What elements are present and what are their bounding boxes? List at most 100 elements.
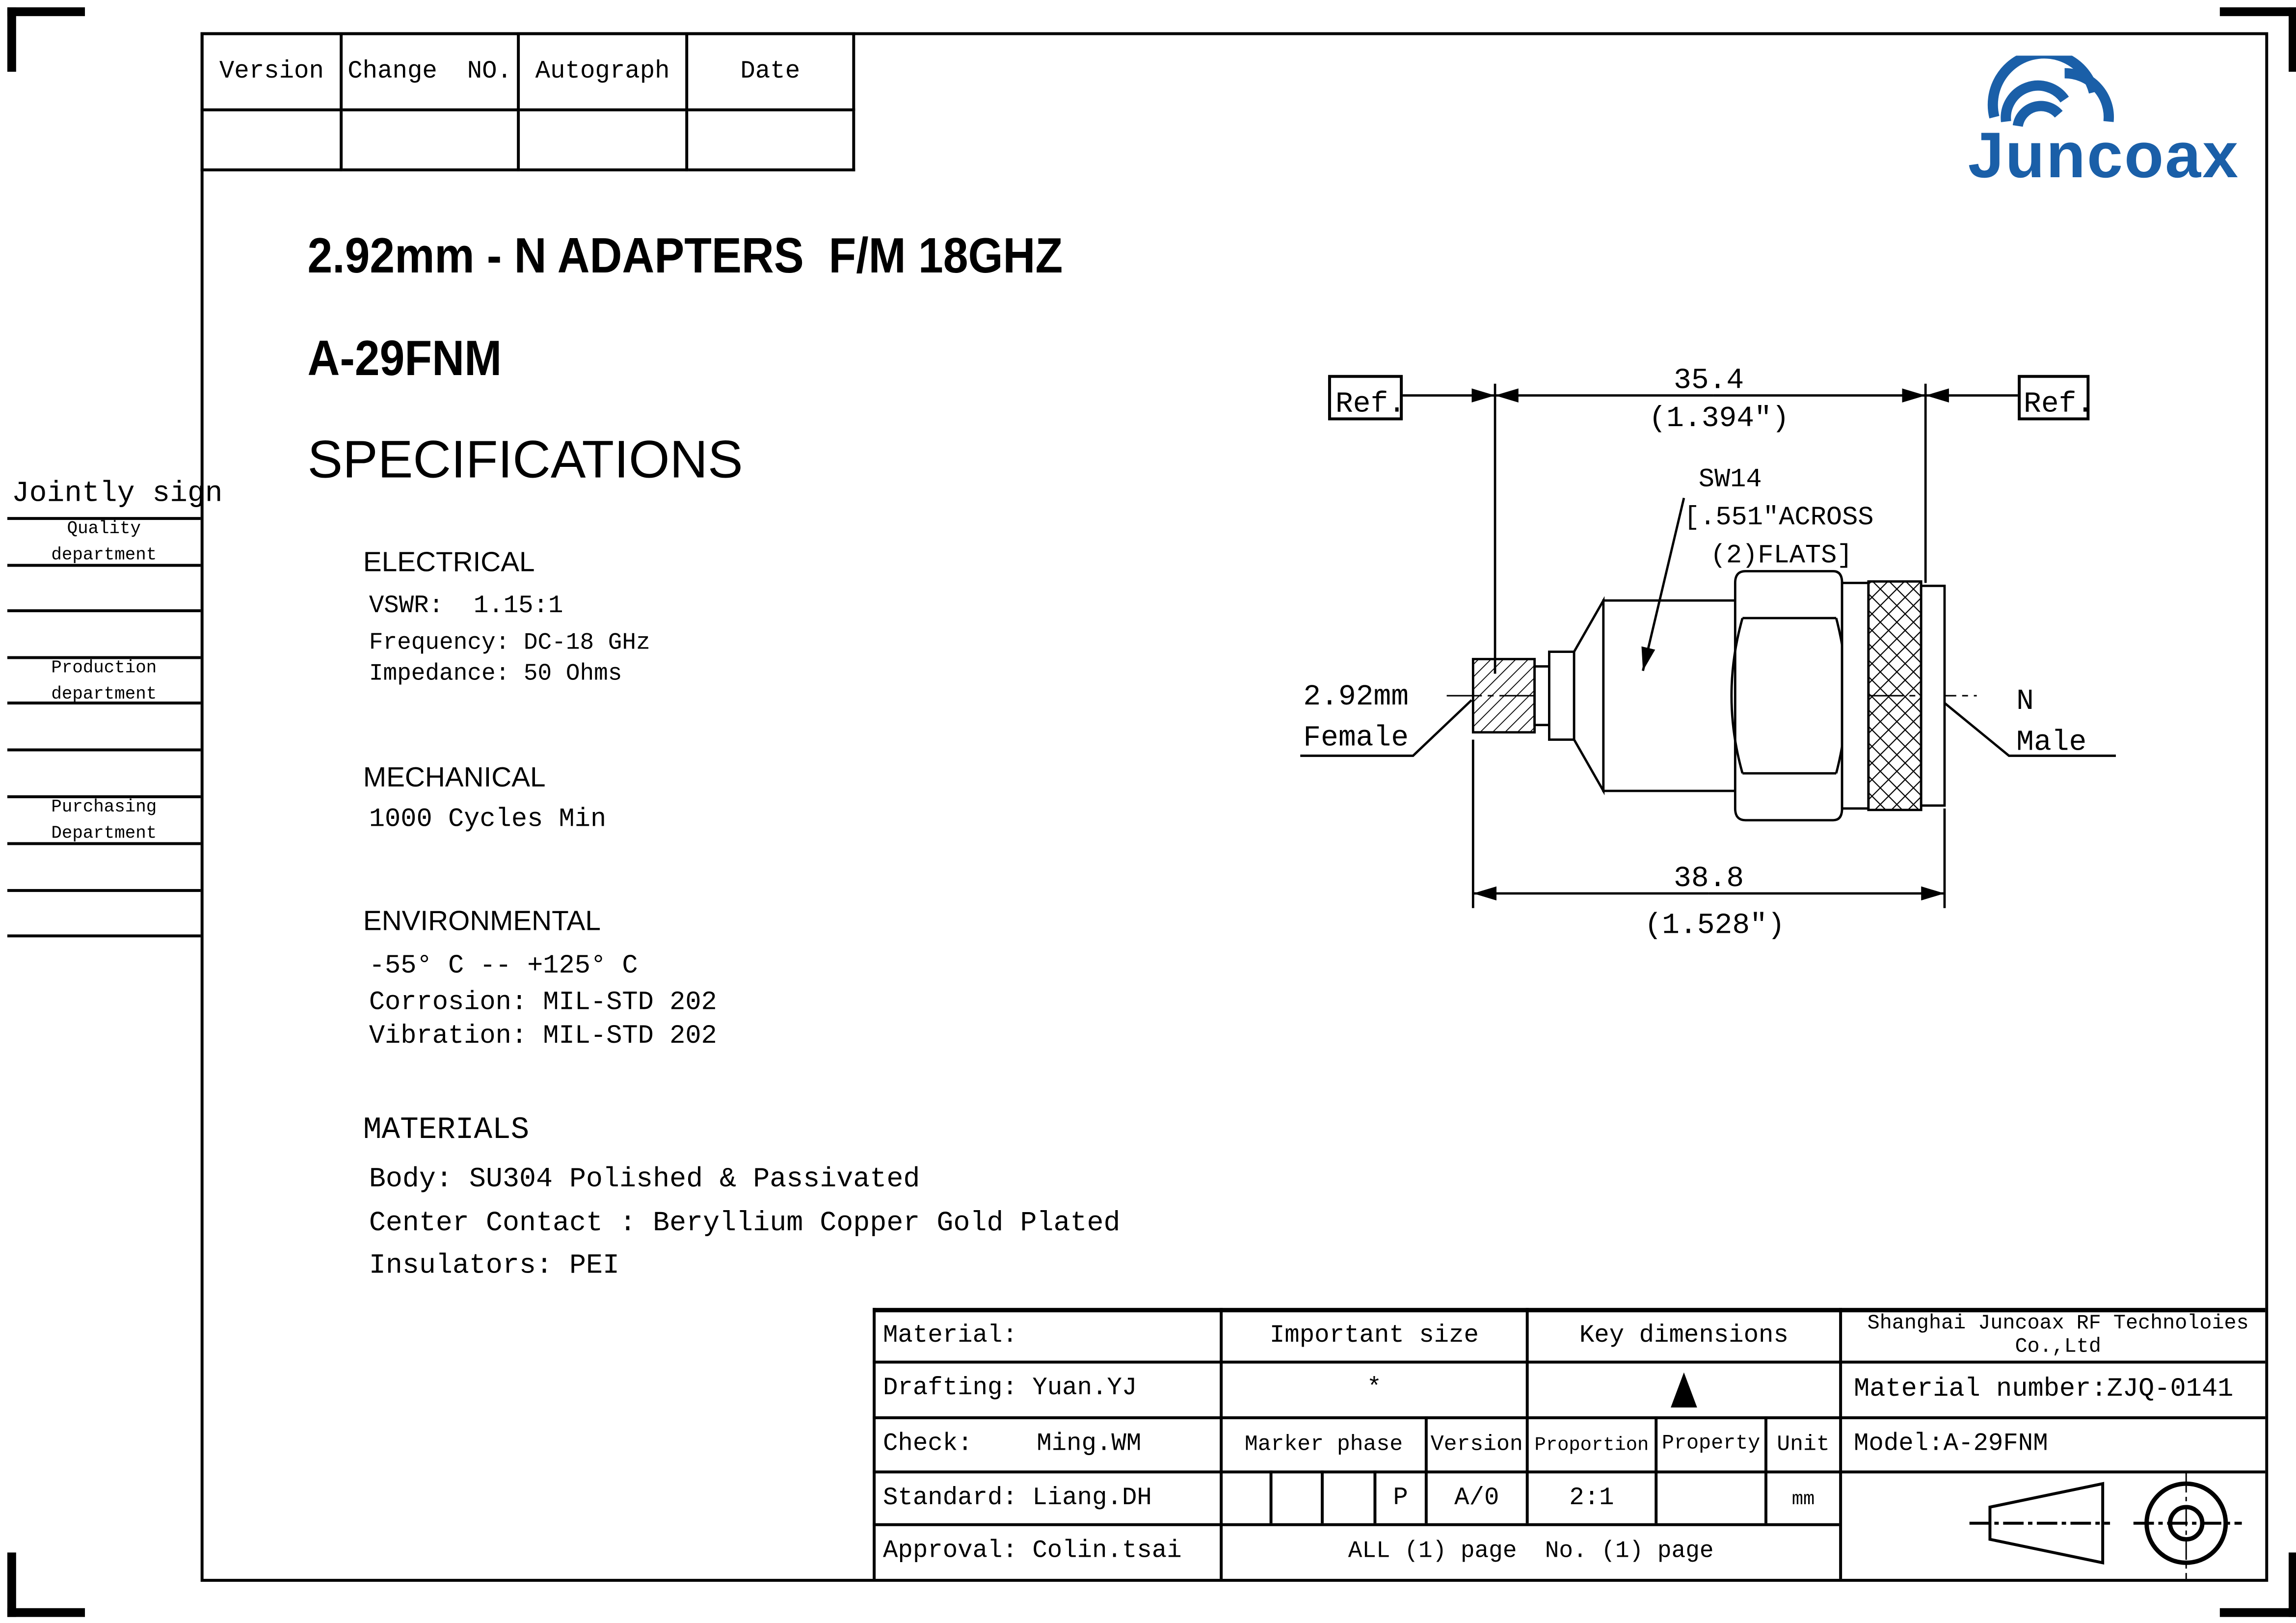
key-dimension-triangle-icon xyxy=(1529,1362,1839,1416)
rev-header-version: Version xyxy=(200,32,343,111)
jointly-sign-title: Jointly sign xyxy=(11,477,223,512)
important-size-symbol: * xyxy=(1366,1375,1382,1404)
model-number: Model:A-29FNM xyxy=(1853,1430,2048,1458)
divider xyxy=(873,1308,2266,1313)
revision-table: Version Change NO. Autograph Date xyxy=(200,32,855,172)
check-label: Check: xyxy=(882,1430,973,1458)
projection-symbol-icon xyxy=(1969,1472,2242,1579)
drafting-label: Drafting: Yuan.YJ xyxy=(882,1375,1137,1404)
divider xyxy=(7,702,201,705)
female-thread xyxy=(1471,658,1536,734)
materials-heading: MATERIALS xyxy=(363,1114,530,1148)
divider xyxy=(7,656,201,659)
property-value xyxy=(1657,1472,1764,1524)
purchasing-department-label: Purchasing Department xyxy=(51,796,157,844)
drawing-frame xyxy=(200,32,2269,1582)
divider xyxy=(1220,1308,1223,1579)
spec-vibration: Vibration: MIL-STD 202 xyxy=(369,1022,717,1052)
corner-mark xyxy=(2219,7,2296,72)
divider xyxy=(7,842,201,845)
rev-cell xyxy=(685,108,855,172)
divider xyxy=(1525,1416,1529,1523)
corner-mark xyxy=(2219,1552,2296,1617)
production-department-label: Production department xyxy=(51,657,157,705)
spec-frequency: Frequency: DC-18 GHz xyxy=(369,629,650,656)
corner-mark xyxy=(7,7,85,72)
spec-center-contact: Center Contact : Beryllium Copper Gold P… xyxy=(369,1207,1121,1239)
divider xyxy=(1321,1470,1324,1523)
female-label: Female xyxy=(1303,721,1409,755)
proportion-value: 2:1 xyxy=(1569,1484,1614,1513)
approval-label: Approval: Colin.tsai xyxy=(882,1537,1182,1565)
unit-header: Unit xyxy=(1777,1432,1830,1457)
divider xyxy=(7,564,201,567)
divider xyxy=(1764,1416,1767,1523)
marker-phase-header: Marker phase xyxy=(1244,1432,1403,1457)
male-label: Male xyxy=(2016,726,2086,759)
hex-nut xyxy=(1734,570,1843,822)
divider xyxy=(1839,1308,1842,1579)
divider xyxy=(1655,1416,1658,1523)
marker-value: P xyxy=(1393,1484,1408,1513)
version-value: A/0 xyxy=(1454,1484,1499,1513)
rev-header-change: Change NO. xyxy=(340,32,520,111)
key-dimensions-label: Key dimensions xyxy=(1579,1322,1789,1350)
divider xyxy=(1424,1416,1428,1523)
spec-impedance: Impedance: 50 Ohms xyxy=(369,660,622,687)
check-name: Ming.WM xyxy=(1037,1430,1142,1458)
divider xyxy=(873,1470,2266,1474)
spec-temperature: -55° C -- +125° C xyxy=(369,952,638,981)
material-number: Material number:ZJQ-0141 xyxy=(1853,1374,2234,1404)
divider xyxy=(873,1523,1840,1526)
rev-cell xyxy=(340,108,520,172)
spec-body: Body: SU304 Polished & Passivated xyxy=(369,1163,920,1195)
divider xyxy=(1269,1470,1273,1523)
juncoax-logo: Juncoax xyxy=(1962,48,2238,192)
sw-across-label: [.551″ACROSS xyxy=(1684,503,1874,533)
important-size-label: Important size xyxy=(1269,1322,1479,1350)
ref-left-label: Ref. xyxy=(1335,387,1406,420)
specifications-heading: SPECIFICATIONS xyxy=(307,429,743,489)
dim-top-in: (1.394″) xyxy=(1649,402,1789,435)
unit-value: mm xyxy=(1791,1487,1815,1510)
dim-bottom-in: (1.528″) xyxy=(1644,908,1785,942)
environmental-heading: ENVIRONMENTAL xyxy=(363,906,601,938)
divider xyxy=(7,517,201,520)
page-count: ALL (1) page No. (1) page xyxy=(1348,1538,1714,1565)
dim-bottom-mm: 38.8 xyxy=(1674,862,1744,895)
title-block: Material: Drafting: Yuan.YJ Check: Ming.… xyxy=(873,1308,2266,1579)
rev-cell xyxy=(200,108,343,172)
electrical-heading: ELECTRICAL xyxy=(363,547,535,579)
property-header: Property xyxy=(1661,1432,1761,1456)
proportion-header: Proportion xyxy=(1534,1433,1649,1456)
corner-mark xyxy=(7,1552,85,1617)
standard-label: Standard: Liang.DH xyxy=(882,1484,1152,1513)
model-title: A-29FNM xyxy=(307,331,502,387)
material-label: Material: xyxy=(882,1322,1017,1350)
divider xyxy=(1525,1308,1529,1416)
spec-cycles: 1000 Cycles Min xyxy=(369,805,607,835)
sw-flats-label: (2)FLATS] xyxy=(1710,541,1853,571)
divider xyxy=(873,1308,876,1579)
adapter-body xyxy=(1602,599,1736,792)
dim-top-mm: 35.4 xyxy=(1674,364,1744,397)
divider xyxy=(873,1416,2266,1419)
quality-department-label: Quality department xyxy=(51,518,157,566)
rev-cell xyxy=(517,108,689,172)
logo-text: Juncoax xyxy=(1968,120,2240,192)
female-size-label: 2.92mm xyxy=(1303,680,1409,713)
spec-insulators: Insulators: PEI xyxy=(369,1249,620,1282)
version-header: Version xyxy=(1430,1432,1523,1457)
n-label: N xyxy=(2016,684,2034,718)
divider xyxy=(7,889,201,892)
spec-vswr: VSWR: 1.15:1 xyxy=(369,593,563,621)
divider xyxy=(7,934,201,938)
spec-corrosion: Corrosion: MIL-STD 202 xyxy=(369,988,717,1018)
divider xyxy=(7,748,201,752)
divider xyxy=(7,795,201,798)
divider xyxy=(7,609,201,613)
divider xyxy=(1373,1470,1377,1523)
mechanical-heading: MECHANICAL xyxy=(363,763,546,794)
rev-header-autograph: Autograph xyxy=(517,32,689,111)
